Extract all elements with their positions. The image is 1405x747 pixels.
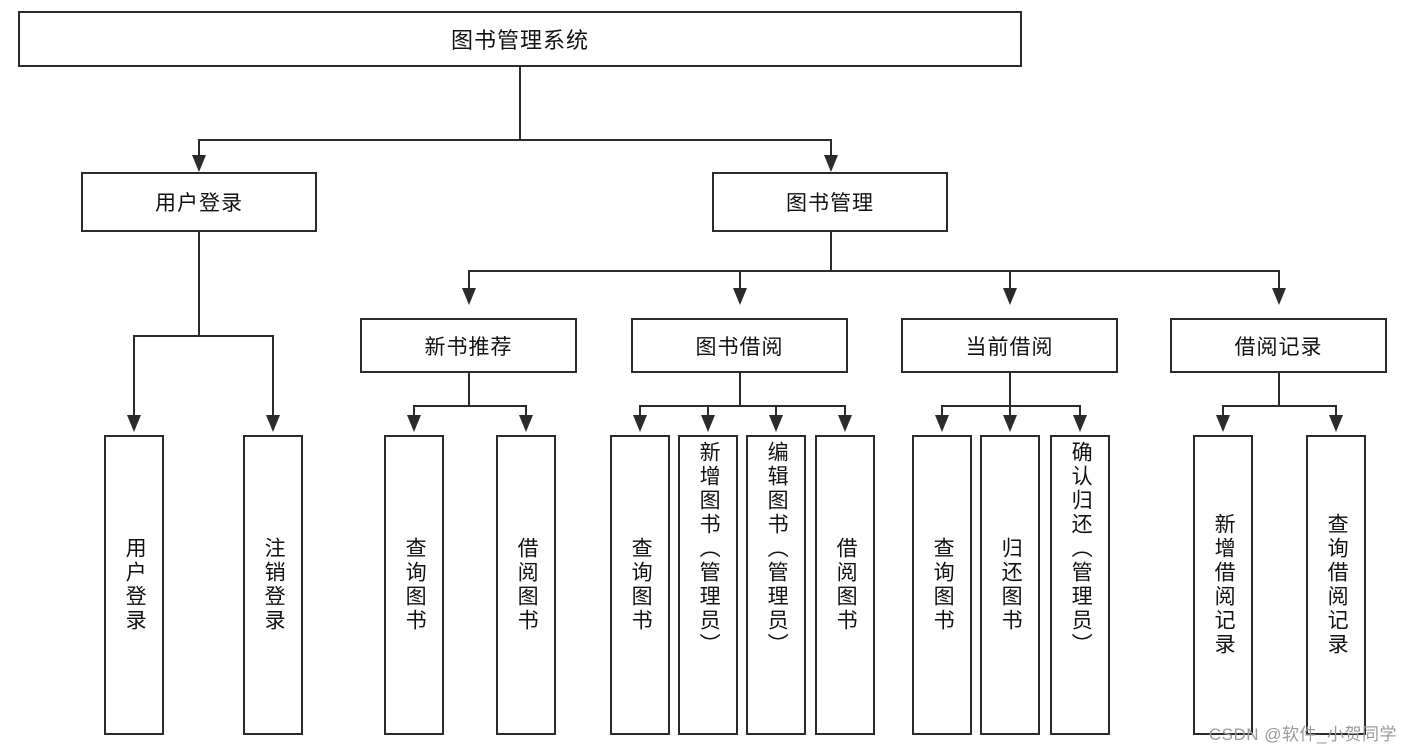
leaf-user-login-logout[interactable]: 注销登录 bbox=[243, 435, 303, 735]
connector-new-book-stem bbox=[468, 373, 470, 407]
arrowhead-to-current-borrow bbox=[1003, 288, 1017, 305]
leaf-label: 确认归还（管理员） bbox=[1069, 441, 1093, 657]
arrowhead-leaf-book-borrow-2 bbox=[701, 415, 715, 432]
leaf-label: 编辑图书（管理员） bbox=[765, 441, 789, 657]
node-label: 当前借阅 bbox=[965, 335, 1054, 359]
arrowhead-to-book-borrow bbox=[733, 288, 747, 305]
leaf-borrow-record-query[interactable]: 查询借阅记录 bbox=[1306, 435, 1366, 735]
arrowhead-leaf-user-login-2 bbox=[266, 415, 280, 432]
connector-book-borrow-drop-3 bbox=[775, 405, 777, 419]
connector-book-borrow-drop-1 bbox=[639, 405, 641, 419]
connector-book-borrow-bus bbox=[639, 405, 846, 407]
connector-current-drop-3 bbox=[1079, 405, 1081, 419]
leaf-label: 新增图书（管理员） bbox=[697, 441, 721, 657]
node-new-book-recommend[interactable]: 新书推荐 bbox=[360, 318, 577, 373]
connector-book-borrow-drop-4 bbox=[844, 405, 846, 419]
node-borrow-record[interactable]: 借阅记录 bbox=[1170, 318, 1387, 373]
arrowhead-leaf-new-book-2 bbox=[519, 415, 533, 432]
connector-current-drop-2 bbox=[1009, 405, 1011, 419]
leaf-book-borrow-edit[interactable]: 编辑图书（管理员） bbox=[746, 435, 806, 735]
leaf-book-borrow-borrow[interactable]: 借阅图书 bbox=[815, 435, 875, 735]
connector-user-login-stem bbox=[198, 232, 200, 336]
leaf-new-book-borrow[interactable]: 借阅图书 bbox=[496, 435, 556, 735]
connector-current-borrow-stem bbox=[1009, 373, 1011, 407]
connector-root-stem bbox=[519, 67, 521, 140]
leaf-label: 查询借阅记录 bbox=[1325, 513, 1349, 657]
connector-new-book-drop-1 bbox=[413, 405, 415, 419]
connector-user-login-drop-2 bbox=[272, 335, 274, 419]
node-label: 用户登录 bbox=[155, 192, 243, 215]
leaf-book-borrow-add[interactable]: 新增图书（管理员） bbox=[678, 435, 738, 735]
leaf-label: 注销登录 bbox=[262, 537, 286, 633]
arrowhead-leaf-user-login-1 bbox=[127, 415, 141, 432]
connector-user-login-bus bbox=[133, 335, 273, 337]
connector-book-borrow-drop-2 bbox=[707, 405, 709, 419]
connector-root-drop-right bbox=[830, 139, 832, 159]
arrowhead-leaf-book-borrow-1 bbox=[633, 415, 647, 432]
leaf-label: 用户登录 bbox=[123, 537, 147, 633]
arrowhead-leaf-record-1 bbox=[1216, 415, 1230, 432]
node-label: 图书管理系统 bbox=[450, 28, 589, 53]
arrowhead-to-borrow-record bbox=[1272, 288, 1286, 305]
arrowhead-leaf-book-borrow-3 bbox=[769, 415, 783, 432]
leaf-label: 查询图书 bbox=[931, 537, 955, 633]
leaf-borrow-record-add[interactable]: 新增借阅记录 bbox=[1193, 435, 1253, 735]
connector-book-borrow-stem bbox=[739, 373, 741, 407]
node-root-system[interactable]: 图书管理系统 bbox=[18, 11, 1022, 67]
arrowhead-to-book-manage bbox=[824, 155, 838, 172]
leaf-current-borrow-confirm[interactable]: 确认归还（管理员） bbox=[1050, 435, 1110, 735]
node-label: 图书借阅 bbox=[695, 335, 784, 359]
arrowhead-leaf-new-book-1 bbox=[407, 415, 421, 432]
csdn-watermark: CSDN @软件_小贺同学 bbox=[1208, 725, 1397, 744]
leaf-current-borrow-return[interactable]: 归还图书 bbox=[980, 435, 1040, 735]
leaf-new-book-query[interactable]: 查询图书 bbox=[384, 435, 444, 735]
connector-l3-drop-4 bbox=[1278, 270, 1280, 292]
node-current-borrow[interactable]: 当前借阅 bbox=[901, 318, 1118, 373]
leaf-label: 查询图书 bbox=[403, 537, 427, 633]
leaf-label: 归还图书 bbox=[999, 537, 1023, 633]
arrowhead-to-new-book bbox=[462, 288, 476, 305]
node-label: 新书推荐 bbox=[424, 335, 513, 359]
connector-l3-drop-1 bbox=[468, 270, 470, 292]
leaf-user-login-login[interactable]: 用户登录 bbox=[104, 435, 164, 735]
node-label: 借阅记录 bbox=[1234, 335, 1323, 359]
connector-borrow-record-bus bbox=[1222, 405, 1335, 407]
connector-borrow-record-stem bbox=[1278, 373, 1280, 407]
connector-l3-drop-2 bbox=[739, 270, 741, 292]
connector-record-drop-1 bbox=[1222, 405, 1224, 419]
connector-user-login-drop-1 bbox=[133, 335, 135, 419]
connector-root-bus bbox=[198, 139, 832, 141]
arrowhead-leaf-record-2 bbox=[1329, 415, 1343, 432]
leaf-label: 查询图书 bbox=[629, 537, 653, 633]
connector-root-drop-left bbox=[198, 139, 200, 159]
connector-l3-drop-3 bbox=[1009, 270, 1011, 292]
node-book-manage[interactable]: 图书管理 bbox=[712, 172, 948, 232]
node-label: 图书管理 bbox=[786, 192, 874, 215]
leaf-label: 新增借阅记录 bbox=[1212, 513, 1236, 657]
connector-new-book-drop-2 bbox=[525, 405, 527, 419]
arrowhead-leaf-current-1 bbox=[935, 415, 949, 432]
connector-current-drop-1 bbox=[941, 405, 943, 419]
arrowhead-to-user-login bbox=[192, 155, 206, 172]
connector-record-drop-2 bbox=[1335, 405, 1337, 419]
arrowhead-leaf-current-3 bbox=[1073, 415, 1087, 432]
leaf-current-borrow-query[interactable]: 查询图书 bbox=[912, 435, 972, 735]
connector-book-manage-bus bbox=[468, 270, 1280, 272]
connector-book-manage-stem bbox=[830, 232, 832, 272]
connector-new-book-bus bbox=[413, 405, 525, 407]
leaf-label: 借阅图书 bbox=[515, 537, 539, 633]
arrowhead-leaf-current-2 bbox=[1003, 415, 1017, 432]
leaf-label: 借阅图书 bbox=[834, 537, 858, 633]
node-user-login[interactable]: 用户登录 bbox=[81, 172, 317, 232]
arrowhead-leaf-book-borrow-4 bbox=[838, 415, 852, 432]
leaf-book-borrow-query[interactable]: 查询图书 bbox=[610, 435, 670, 735]
node-book-borrow[interactable]: 图书借阅 bbox=[631, 318, 848, 373]
